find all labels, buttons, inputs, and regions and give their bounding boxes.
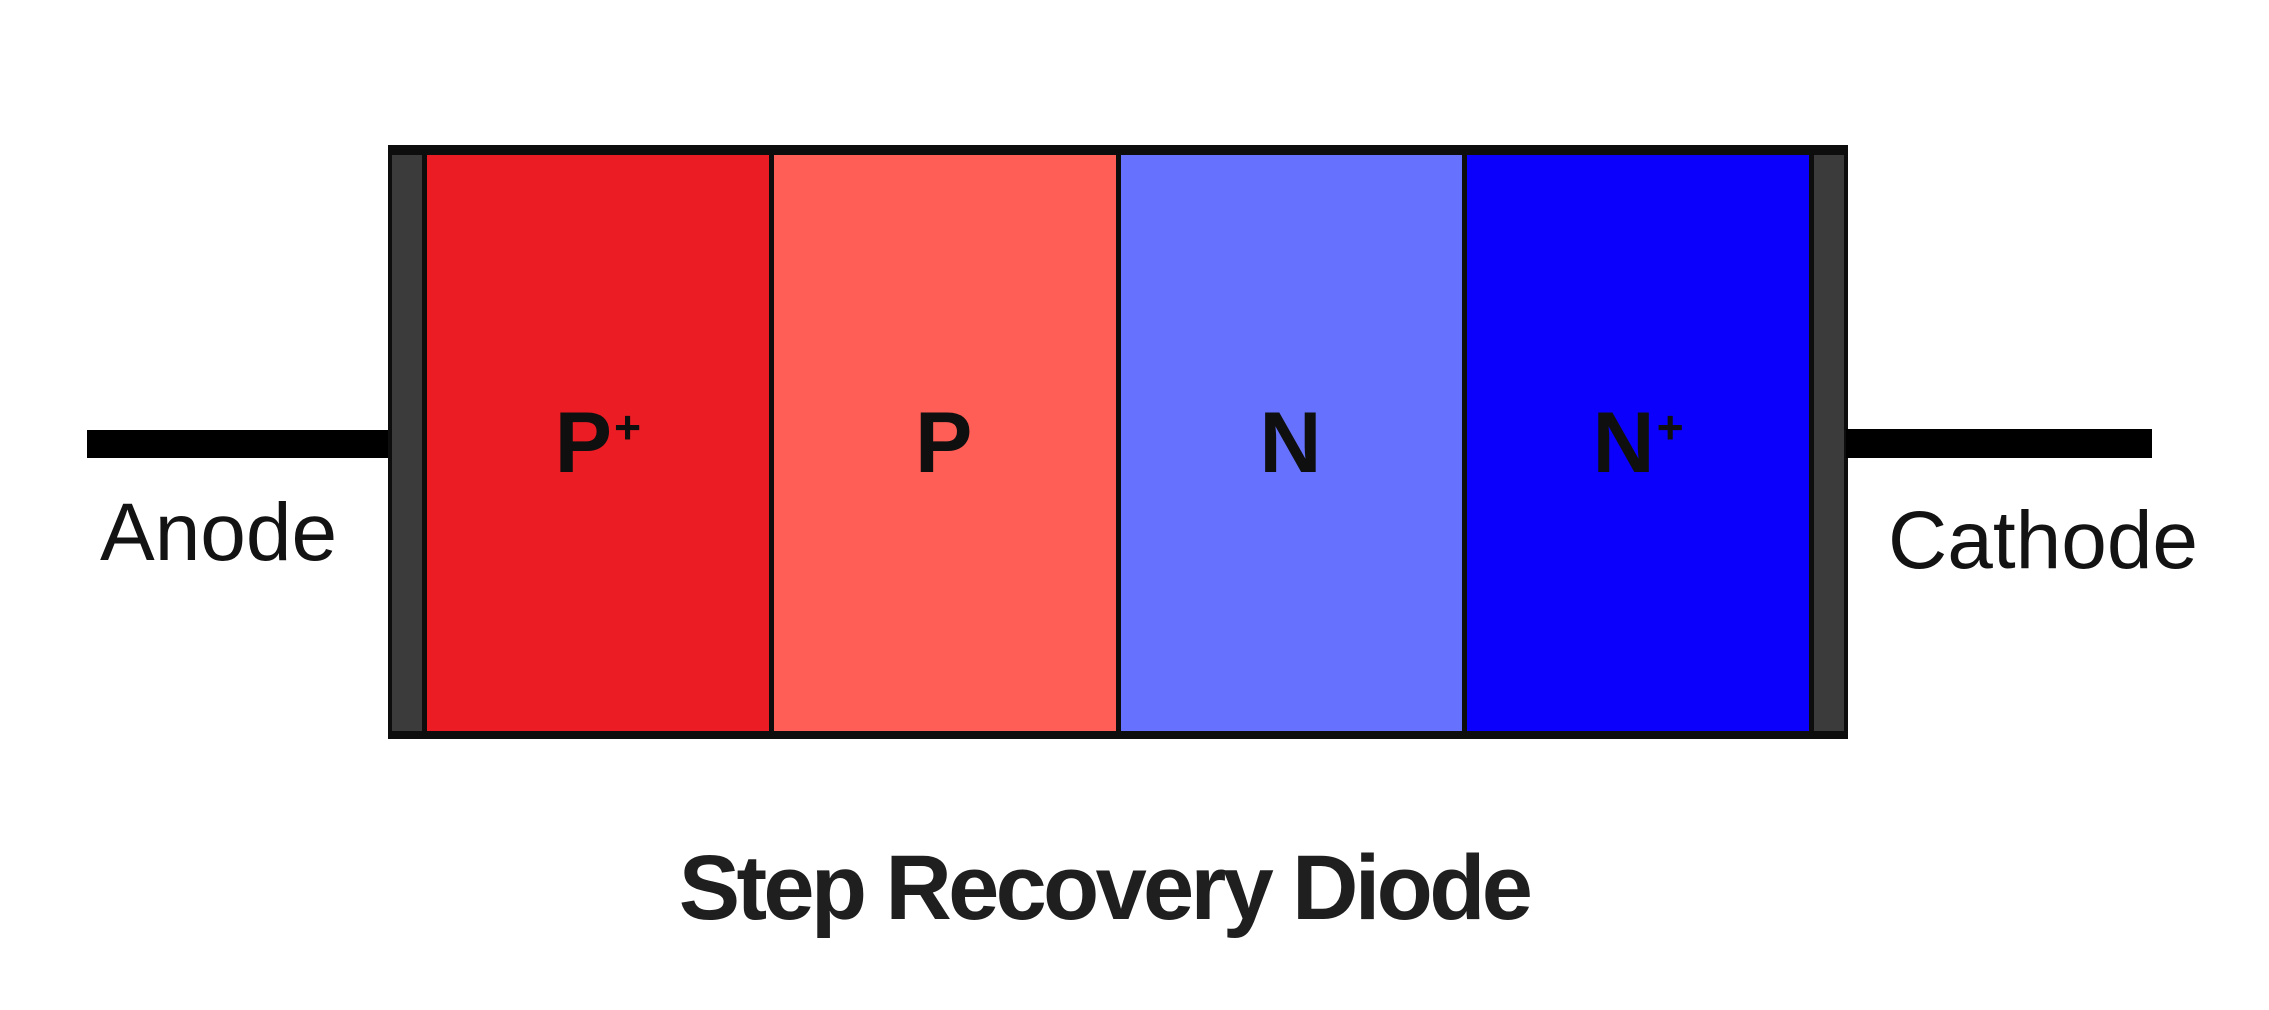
anode-contact-cap (392, 155, 422, 731)
region-p-label: P (915, 400, 974, 486)
region-n: N (1120, 155, 1463, 731)
region-p-base: P (914, 395, 973, 491)
region-p-plus-superscript: + (614, 401, 642, 454)
cathode-contact-cap (1814, 155, 1844, 731)
region-n-plus: N+ (1467, 155, 1809, 731)
region-n-base: N (1259, 395, 1322, 491)
region-p-plus-base: P (554, 395, 612, 491)
region-n-label: N (1259, 400, 1323, 486)
region-p-plus-label: P+ (555, 400, 642, 486)
region-p: P (773, 155, 1116, 731)
region-n-plus-label: N+ (1593, 400, 1684, 486)
region-n-plus-base: N (1592, 395, 1655, 491)
cathode-lead-wire (1846, 429, 2152, 458)
region-n-plus-superscript: + (1656, 401, 1684, 454)
diagram-title: Step Recovery Diode (678, 837, 1533, 939)
anode-label: Anode (100, 487, 338, 578)
region-p-plus: P+ (427, 155, 769, 731)
diode-body: P+ P N N+ (388, 145, 1848, 739)
cathode-label: Cathode (1888, 495, 2199, 586)
anode-lead-wire (87, 430, 388, 458)
